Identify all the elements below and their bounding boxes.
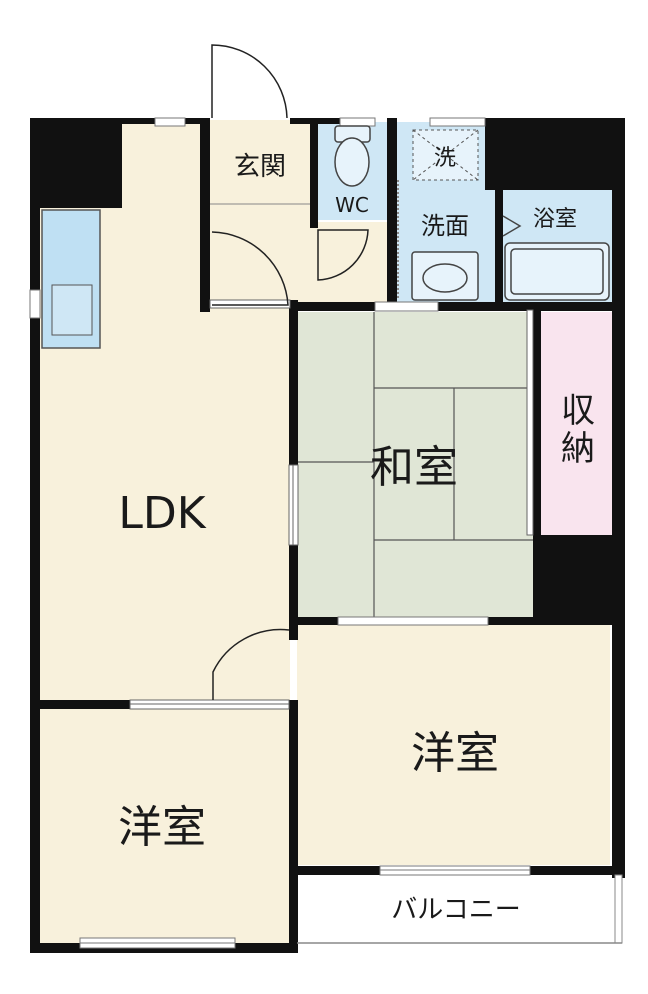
balcony-label: バルコニー	[391, 895, 520, 925]
bathroom-label: 浴室	[533, 207, 577, 232]
windows	[29, 117, 531, 949]
western-room-south-floor	[297, 625, 610, 865]
tatami-mat-lines	[297, 312, 533, 620]
toilet-label: WC	[335, 193, 369, 217]
washing-machine-label: 洗	[434, 146, 456, 171]
bath-door-icon	[502, 215, 522, 237]
door-swings	[211, 44, 369, 700]
ldk-label: LDK	[118, 488, 206, 539]
washitsu-floor	[297, 312, 533, 620]
washitsu-label: 和室	[370, 442, 458, 493]
washroom-label: 洗面	[421, 212, 469, 240]
hall-floor	[310, 222, 390, 310]
bathtub	[504, 242, 610, 301]
washing-machine-space	[412, 129, 479, 181]
balcony-floor	[297, 875, 622, 943]
entrance-label: 玄関	[234, 152, 286, 182]
storage-label-line2: 納	[561, 429, 595, 469]
storage-floor	[540, 312, 612, 535]
washbasin	[411, 251, 479, 301]
toilet-fixture	[334, 125, 371, 187]
western-room-southwest-label: 洋室	[118, 802, 206, 853]
entrance-floor	[210, 120, 310, 310]
western-room-southwest-floor	[40, 708, 290, 943]
storage-label-line1: 収	[561, 391, 595, 431]
western-room-south-label: 洋室	[411, 728, 499, 779]
kitchen-counter	[41, 209, 101, 349]
balcony-railing	[614, 874, 623, 944]
sliding-doors	[129, 299, 534, 710]
